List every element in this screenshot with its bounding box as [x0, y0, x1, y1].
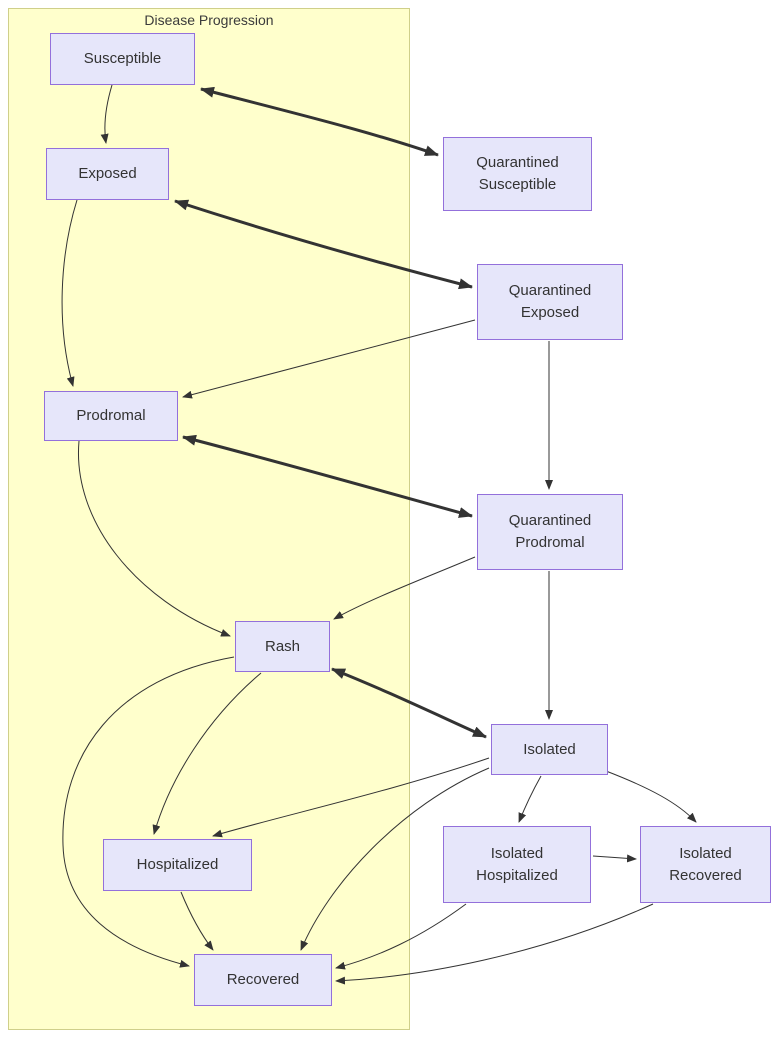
node-susceptible: Susceptible: [50, 33, 195, 85]
node-label: Exposed: [78, 165, 137, 183]
edge-isolated-hospitalized: [212, 757, 490, 838]
node-label: Hospitalized: [136, 856, 219, 874]
edge-rash-recovered: [62, 656, 235, 968]
node-exposed: Exposed: [46, 148, 169, 200]
edge-isolated-hospitalized-isolated-recovered: [592, 854, 637, 863]
node-quarantined-prodromal: Quarantined Prodromal: [477, 494, 623, 570]
cluster-title: Disease Progression: [144, 12, 274, 28]
edge-susceptible-exposed: [100, 84, 113, 144]
node-label: Recovered: [226, 971, 300, 989]
edge-prodromal-rash: [77, 440, 231, 637]
node-recovered: Recovered: [194, 954, 332, 1006]
node-rash: Rash: [235, 621, 330, 672]
edge-isolated-isolated-recovered: [605, 770, 697, 823]
edge-isolated-isolated-hospitalized: [518, 775, 542, 823]
node-label: Susceptible: [83, 50, 162, 68]
edge-prodromal-quarantined-prodromal: [182, 434, 473, 518]
node-isolated-hospitalized: Isolated Hospitalized: [443, 826, 591, 903]
node-quarantined-exposed: Quarantined Exposed: [477, 264, 623, 340]
node-quarantined-susceptible: Quarantined Susceptible: [443, 137, 592, 211]
node-label: Quarantined Susceptible: [476, 154, 559, 193]
node-label: Isolated: [523, 740, 576, 758]
node-hospitalized: Hospitalized: [103, 839, 252, 891]
edge-isolated-recovered: [300, 767, 490, 951]
edge-quarantined-exposed-prodromal: [182, 319, 476, 399]
edge-quarantined-prodromal-rash: [333, 556, 476, 620]
edge-isolated-hospitalized-recovered: [335, 903, 467, 970]
node-label: Prodromal: [76, 407, 146, 425]
edge-rash-hospitalized: [152, 672, 262, 835]
edge-hospitalized-recovered: [180, 891, 214, 951]
edge-isolated-recovered-recovered: [335, 903, 654, 985]
node-isolated-recovered: Isolated Recovered: [640, 826, 771, 903]
node-label: Isolated Hospitalized: [476, 844, 558, 884]
node-label: Quarantined Exposed: [508, 282, 592, 321]
edge-rash-isolated: [331, 667, 487, 739]
edge-exposed-prodromal: [61, 199, 78, 387]
node-prodromal: Prodromal: [44, 391, 178, 441]
edge-susceptible-quarantined-susceptible: [200, 86, 439, 157]
node-label: Quarantined Prodromal: [508, 512, 592, 551]
node-isolated: Isolated: [491, 724, 608, 775]
node-label: Isolated Recovered: [669, 844, 742, 884]
edge-exposed-quarantined-exposed: [174, 199, 473, 290]
node-label: Rash: [264, 637, 301, 655]
